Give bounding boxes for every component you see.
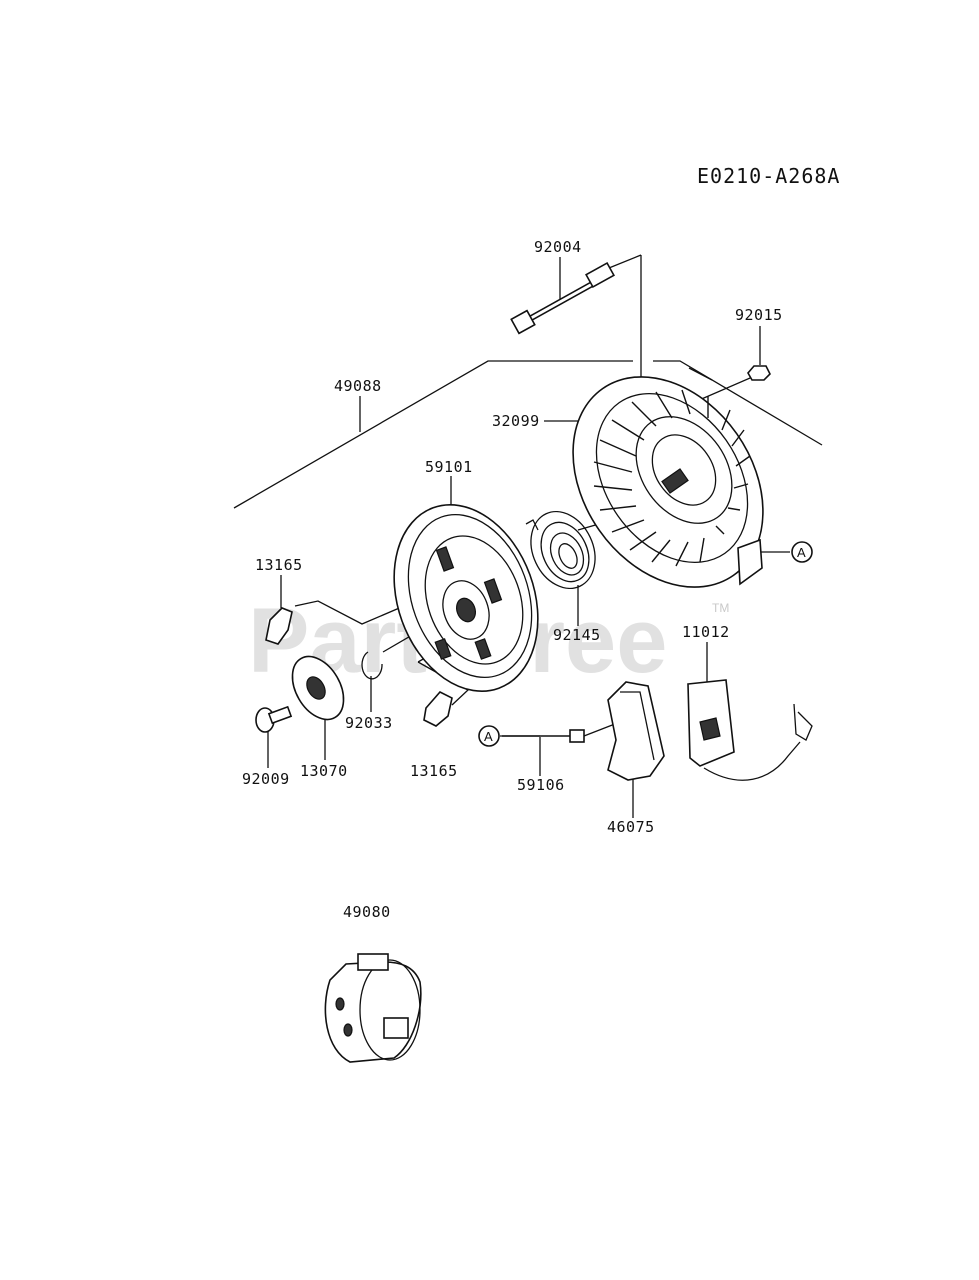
- part-label-13070[interactable]: 13070: [300, 762, 348, 780]
- part-label-49088[interactable]: 49088: [334, 377, 382, 395]
- ref-marker-right: A: [791, 541, 813, 563]
- recoil-case-32099-drawing: [572, 376, 764, 588]
- part-label-92015[interactable]: 92015: [735, 306, 783, 324]
- ref-marker-left-label: A: [484, 729, 493, 744]
- part-label-13165-bottom[interactable]: 13165: [410, 762, 458, 780]
- part-label-92004[interactable]: 92004: [534, 238, 582, 256]
- rope-59106-drawing: [502, 721, 621, 743]
- clip-92033-drawing: [361, 651, 383, 680]
- part-label-59101[interactable]: 59101: [425, 458, 473, 476]
- plate-13070-drawing: [291, 655, 345, 721]
- part-label-92033[interactable]: 92033: [345, 714, 393, 732]
- diagram-code: E0210-A268A: [697, 164, 840, 188]
- watermark-tm: TM: [712, 601, 729, 615]
- part-label-46075[interactable]: 46075: [607, 818, 655, 836]
- pawl-13165-bottom-drawing: [423, 691, 453, 727]
- pawl-13165-top-drawing: [265, 607, 293, 645]
- handle-46075-drawing: [607, 681, 665, 781]
- grip-11012-drawing: [687, 679, 813, 781]
- ref-marker-right-label: A: [797, 545, 806, 560]
- part-label-92009[interactable]: 92009: [242, 770, 290, 788]
- part-label-11012[interactable]: 11012: [682, 623, 730, 641]
- bolt-92004-drawing: [510, 261, 615, 335]
- part-label-59106[interactable]: 59106: [517, 776, 565, 794]
- pulley-59101-drawing: [393, 504, 539, 692]
- screw-92009-drawing: [255, 705, 293, 733]
- part-label-32099[interactable]: 32099: [492, 412, 540, 430]
- part-labels[interactable]: 92004 92015 49088 32099 59101 13165 9214…: [242, 238, 783, 921]
- part-label-92145[interactable]: 92145: [553, 626, 601, 644]
- cup-49080-drawing: [324, 953, 422, 1063]
- part-label-49080[interactable]: 49080: [343, 903, 391, 921]
- ref-marker-left: A: [478, 725, 500, 747]
- part-label-13165-top[interactable]: 13165: [255, 556, 303, 574]
- spring-92145-drawing: [525, 510, 596, 590]
- nut-92015-drawing: [747, 365, 771, 381]
